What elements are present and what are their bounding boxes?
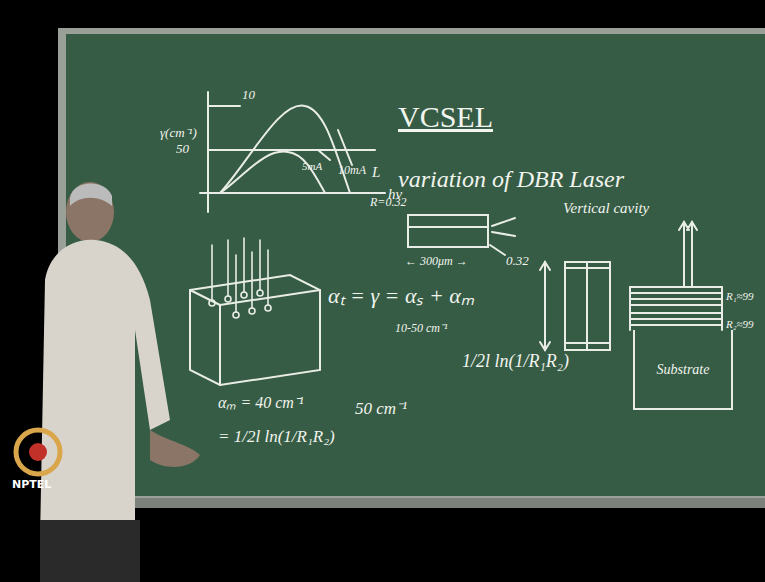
chalk-label: 10 [242,88,255,102]
chalk-label: 5mA [302,160,322,172]
chalk-label: 1/2l ln(1/R₁R₂) [462,352,569,372]
node-text: Substrate [635,362,731,378]
chalk-label: L [372,164,380,181]
chalk-label: variation of DBR Laser [398,166,624,192]
chalk-label: αₜ = γ = αₛ + αₘ [328,284,474,308]
chalk-label: 50 cm⁻¹ [355,400,407,419]
chalk-label: ← 300μm → [405,255,468,268]
chalk-label: R₂≈99 [726,318,754,330]
chalk-label: VCSEL [398,100,493,133]
chalk-label: R₁≈99 [726,290,754,302]
chalk-label: 0.32 [506,254,529,268]
substrate-box: Substrate [633,330,733,410]
chalk-label: Vertical cavity [563,200,649,217]
chalk-label: 10-50 cm⁻¹ [395,322,448,335]
chalk-label: R=0.32 [370,196,406,209]
chalk-label: 10mA [338,164,366,177]
chalk-label: = 1/2l ln(1/R₁R₂) [218,428,335,447]
logo-text: NPTEL [12,478,51,491]
chalk-label: 50 [176,142,189,156]
chalk-label: αₘ = 40 cm⁻¹ [218,394,304,412]
chalk-label: γ(cm⁻¹) [160,126,197,140]
